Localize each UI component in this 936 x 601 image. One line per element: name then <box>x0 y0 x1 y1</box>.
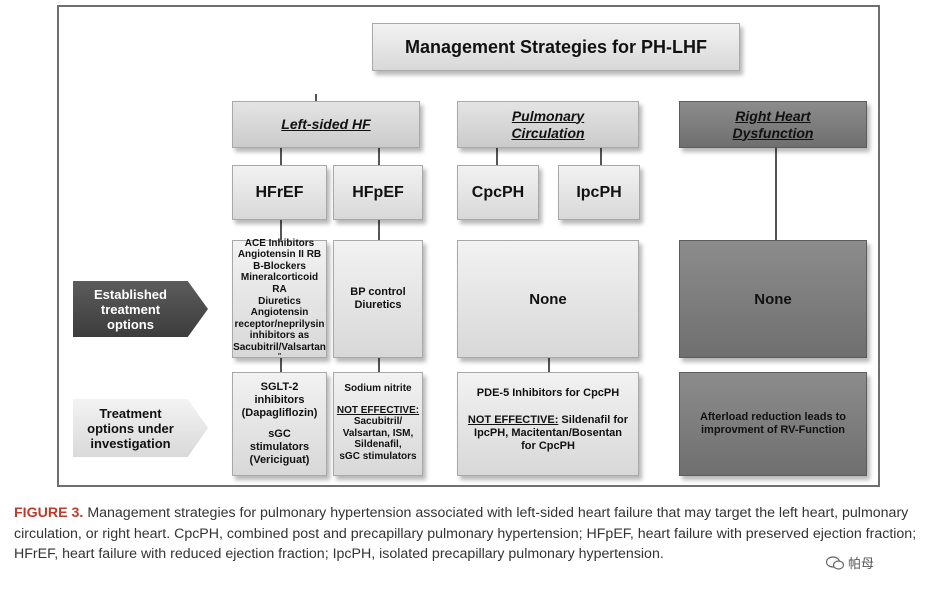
est-hfref-line: Diuretics <box>258 295 301 307</box>
diagram-title: Management Strategies for PH-LHF <box>372 23 740 71</box>
row-investigation-line3: investigation <box>90 435 171 451</box>
connector-pulm-mid <box>548 358 550 372</box>
inv-pulm-line: IpcPH, Macitentan/Bosentan <box>474 427 622 439</box>
inv-right-line: improvment of RV-Function <box>700 424 846 436</box>
investigation-hfref-box: SGLT-2 inhibitors (Dapagliflozin) sGC st… <box>232 372 327 476</box>
row-investigation-line1: Treatment <box>99 405 162 421</box>
est-right-text: None <box>754 290 792 308</box>
subheader-hfpef: HFpEF <box>333 165 423 220</box>
inv-hfref-line: stimulators <box>249 441 310 453</box>
subheader-hfref: HFrEF <box>232 165 327 220</box>
watermark: 帕母 <box>826 553 874 572</box>
header-left-sided-hf: Left-sided HF <box>232 101 420 148</box>
watermark-text: 帕母 <box>848 556 875 571</box>
inv-hfpef-not-effective: NOT EFFECTIVE: <box>336 404 420 416</box>
est-hfref-line: Sacubitril/Valsartan <box>233 341 326 353</box>
subheader-hfref-text: HFrEF <box>255 183 304 201</box>
header-right-line2: Dysfunction <box>732 124 814 141</box>
inv-hfref-line: (Dapagliflozin) <box>241 407 318 419</box>
inv-pulm-line-1: NOT EFFECTIVE: Sildenafil for <box>468 414 628 427</box>
est-hfref-line: " <box>277 353 282 361</box>
inv-hfref-line: (Vericiguat) <box>249 454 310 466</box>
established-right-box: None <box>679 240 867 358</box>
header-left-sided-hf-text: Left-sided HF <box>281 116 371 132</box>
row-established-line2: treatment <box>100 301 161 317</box>
inv-pulm-line: for CpcPH <box>521 440 575 452</box>
connector-hfpef-vertical <box>378 148 380 165</box>
inv-hfpef-line: Sildenafil, <box>354 439 402 451</box>
connector-hfref-mid <box>280 358 282 372</box>
established-hfref-box: ACE Inhibitors Angiotensin II RB B-Block… <box>232 237 327 361</box>
est-hfref-line: Angiotensin II RB <box>237 249 322 261</box>
row-label-investigation: Treatment options under investigation <box>73 399 208 457</box>
established-pulmonary-box: None <box>457 240 639 358</box>
header-pulmonary-line2: Circulation <box>511 124 585 141</box>
est-hfref-line: B-Blockers <box>253 260 306 272</box>
connector-ipcph-vertical <box>600 148 602 165</box>
header-pulmonary-circulation: Pulmonary Circulation <box>457 101 639 148</box>
inv-pulm-top: PDE-5 Inhibitors for CpcPH <box>476 387 620 399</box>
established-hfpef-box: BP control Diuretics <box>333 240 423 358</box>
est-hfref-line: receptor/neprilysin <box>234 318 325 330</box>
row-investigation-line2: options under <box>87 420 174 436</box>
diagram-title-text: Management Strategies for PH-LHF <box>404 36 708 57</box>
inv-hfref-line: SGLT-2 <box>260 381 299 393</box>
est-hfref-line: Angiotensin <box>250 307 309 319</box>
est-hfref-line: inhibitors as <box>249 330 310 342</box>
header-right-heart-dysfunction: Right Heart Dysfunction <box>679 101 867 148</box>
inv-right-line: Afterload reduction leads to <box>699 411 847 423</box>
inv-hfpef-line: sGC stimulators <box>339 450 417 462</box>
row-label-established: Established treatment options <box>73 281 208 337</box>
inv-pulm-rest: Sildenafil for <box>558 414 629 426</box>
subheader-ipcph: IpcPH <box>558 165 640 220</box>
est-hfpef-line: Diuretics <box>354 299 402 311</box>
inv-hfpef-top: Sodium nitrite <box>344 383 412 394</box>
connector-hfref-vertical <box>280 148 282 165</box>
subheader-hfpef-text: HFpEF <box>352 183 404 201</box>
est-hfpef-line: BP control <box>350 286 406 298</box>
est-hfref-line: ACE Inhibitors <box>244 237 315 249</box>
est-pulmonary-text: None <box>529 290 567 308</box>
inv-hfref-line: inhibitors <box>254 394 305 406</box>
subheader-ipcph-text: IpcPH <box>576 183 622 201</box>
row-established-line1: Established <box>94 286 167 302</box>
chat-bubble-icon <box>826 555 844 570</box>
figure-caption-text: Management strategies for pulmonary hype… <box>14 505 917 562</box>
inv-hfref-line: sGC <box>268 428 291 440</box>
row-established-line3: options <box>107 316 154 332</box>
connector-right-vertical <box>775 148 777 240</box>
investigation-pulmonary-box: PDE-5 Inhibitors for CpcPH NOT EFFECTIVE… <box>457 372 639 476</box>
figure-caption: FIGURE 3. Management strategies for pulm… <box>14 503 924 565</box>
investigation-hfpef-box: Sodium nitrite NOT EFFECTIVE: Sacubitril… <box>333 372 423 476</box>
subheader-cpcph-text: CpcPH <box>471 183 525 201</box>
connector-cpcph-vertical <box>496 148 498 165</box>
header-right-line1: Right Heart <box>735 107 811 124</box>
connector-hfpef-mid <box>378 358 380 372</box>
connector-hfref-lower <box>280 220 282 240</box>
connector-left-vertical <box>315 94 317 102</box>
est-hfref-line: Mineralcorticoid RA <box>240 272 319 295</box>
header-pulmonary-line1: Pulmonary <box>511 107 585 124</box>
figure-label: FIGURE 3. <box>14 505 84 521</box>
inv-pulm-not-effective: NOT EFFECTIVE: <box>467 414 559 426</box>
subheader-cpcph: CpcPH <box>457 165 539 220</box>
investigation-right-box: Afterload reduction leads to improvment … <box>679 372 867 476</box>
connector-hfpef-lower <box>378 220 380 240</box>
inv-hfpef-line: Sacubitril/ <box>353 416 403 428</box>
inv-hfpef-line: Valsartan, ISM, <box>342 427 414 439</box>
